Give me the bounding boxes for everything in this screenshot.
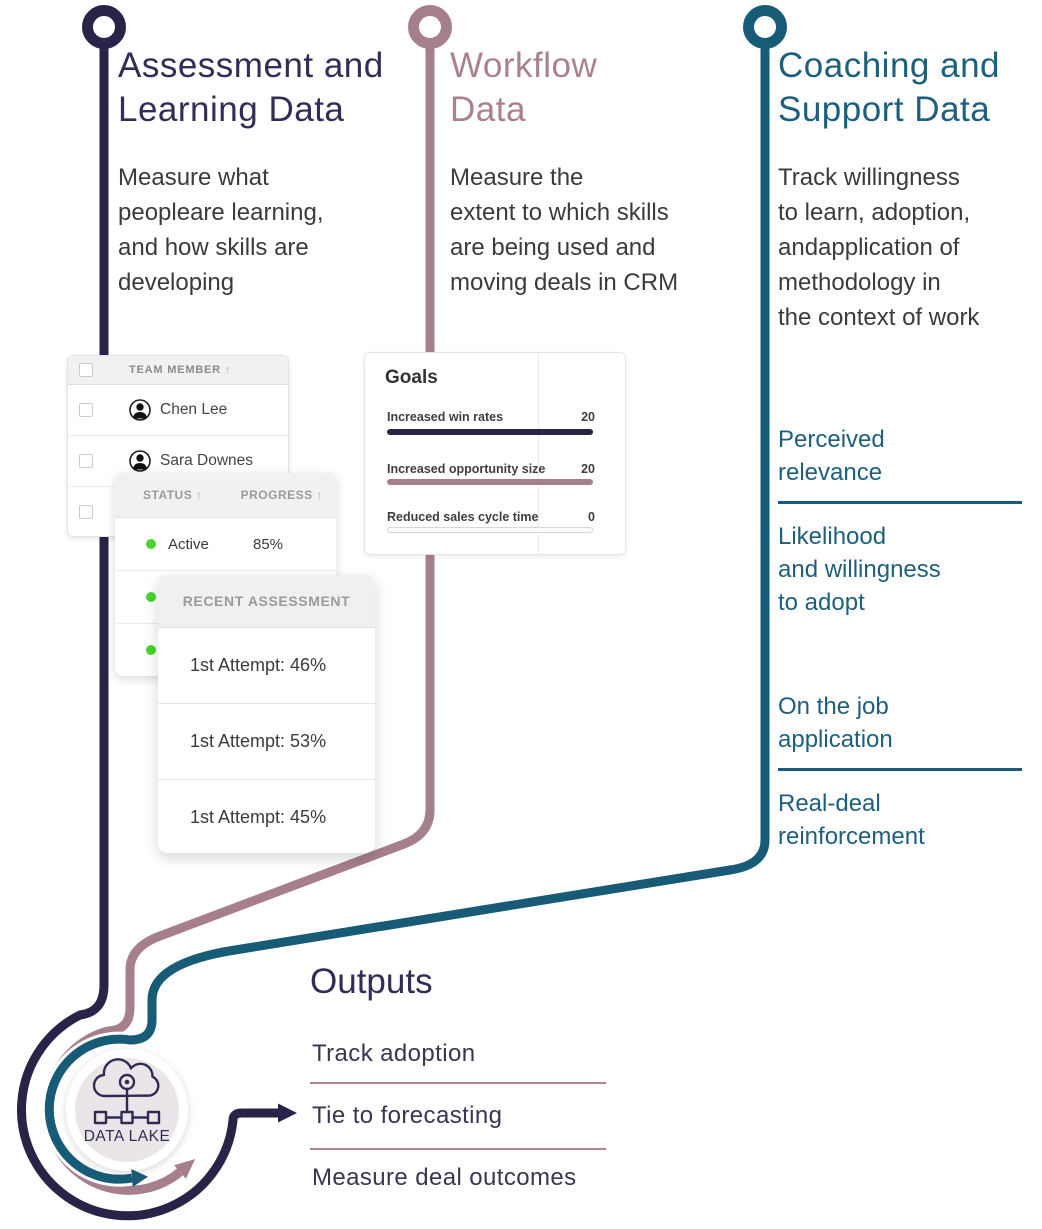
user-avatar-icon [129,450,151,472]
assessment-title: Assessment and Learning Data [118,46,384,129]
goals-grid-line [538,353,539,554]
select-all-checkbox[interactable] [79,363,93,377]
sort-asc-icon: ↑ [224,364,232,376]
goals-card: Goals Increased win rates 20 Increased o… [364,352,626,555]
coaching-item-perceived-relevance: Perceived relevance [778,426,885,486]
table-row[interactable]: Chen Lee [68,385,288,436]
outputs-divider [310,1148,606,1150]
active-status-dot-icon [146,592,156,602]
row-checkbox[interactable] [79,403,93,417]
goal-value: 20 [581,410,595,424]
coaching-item-real-deal-reinforcement: Real-deal reinforcement [778,790,925,850]
assessment-attempt-row: 1st Attempt: 53% [158,704,375,780]
assessment-ring-icon [82,5,126,49]
row-checkbox[interactable] [79,454,93,468]
output-tie-to-forecasting: Tie to forecasting [312,1102,503,1129]
user-avatar-icon [129,399,151,421]
status-row [115,624,336,676]
coaching-flow-line [44,44,770,1184]
goal-bar-full [387,429,593,435]
workflow-description: Measure the extent to which skills are b… [450,164,679,296]
goal-bar-full [387,479,593,485]
output-measure-deal-outcomes: Measure deal outcomes [312,1164,577,1191]
team-member-name: Sara Downes [160,452,254,469]
assessment-attempt-row: 1st Attempt: 45% [190,807,327,827]
goal-value: 0 [588,510,595,524]
active-status-dot-icon [146,539,156,549]
table-row[interactable] [68,487,288,537]
workflow-ring-icon [408,5,452,49]
team-member-column-header[interactable]: TEAM MEMBER ↑ [129,364,231,376]
coaching-divider [778,501,1022,504]
goal-bar-empty [387,527,593,533]
progress-value: 85% [253,535,284,553]
goal-label: Increased win rates [387,410,504,424]
active-status-dot-icon [146,645,156,655]
coaching-divider [778,768,1022,771]
status-row: Active 85% [115,518,336,571]
outputs-arrow-icon [278,1103,297,1123]
coaching-title: Coaching and Support Data [778,46,1000,129]
cloud-network-icon [92,1058,161,1125]
coaching-ring-icon [743,5,787,49]
status-card-header: STATUS ↑ PROGRESS ↑ [115,473,336,518]
coaching-item-likelihood-to-adopt: Likelihood and willingness to adopt [778,523,941,616]
data-lake-label: DATA LAKE [84,1128,171,1145]
recent-assessment-header: RECENT ASSESSMENT [158,575,375,628]
progress-column-header[interactable]: PROGRESS ↑ [241,488,323,502]
workflow-title: Workflow Data [450,46,598,129]
team-member-column-label: TEAM MEMBER [129,364,221,376]
assessment-attempt-row: 1st Attempt: 46% [158,628,375,704]
sort-asc-icon: ↑ [316,488,323,502]
progress-column-label: PROGRESS [240,488,313,502]
coaching-arrow-icon [131,1169,148,1187]
assessment-description: Measure what peopleare learning, and how… [118,164,324,296]
team-member-name: Chen Lee [160,401,228,418]
status-column-header[interactable]: STATUS ↑ [143,488,203,502]
team-table-header: TEAM MEMBER ↑ [68,356,288,385]
row-checkbox[interactable] [79,505,93,519]
status-value: Active [168,535,209,553]
output-track-adoption: Track adoption [312,1040,476,1067]
workflow-arrow-icon [174,1159,196,1179]
goal-label: Reduced sales cycle time [387,510,539,524]
status-column-label: STATUS [143,488,193,502]
recent-assessment-card: RECENT ASSESSMENT 1st Attempt: 46% 1st A… [158,575,375,853]
outputs-title: Outputs [310,962,433,1001]
goal-value: 20 [581,462,595,476]
assessment-flow-line [17,44,281,1221]
coaching-description: Track willingness to learn, adoption, an… [778,164,980,331]
outputs-divider [310,1082,606,1084]
sort-asc-icon: ↑ [196,488,203,502]
goal-label: Increased opportunity size [387,462,546,476]
coaching-item-on-the-job-application: On the job application [778,693,893,753]
data-lake: DATA LAKE [66,1049,188,1171]
goals-title: Goals [385,367,438,388]
